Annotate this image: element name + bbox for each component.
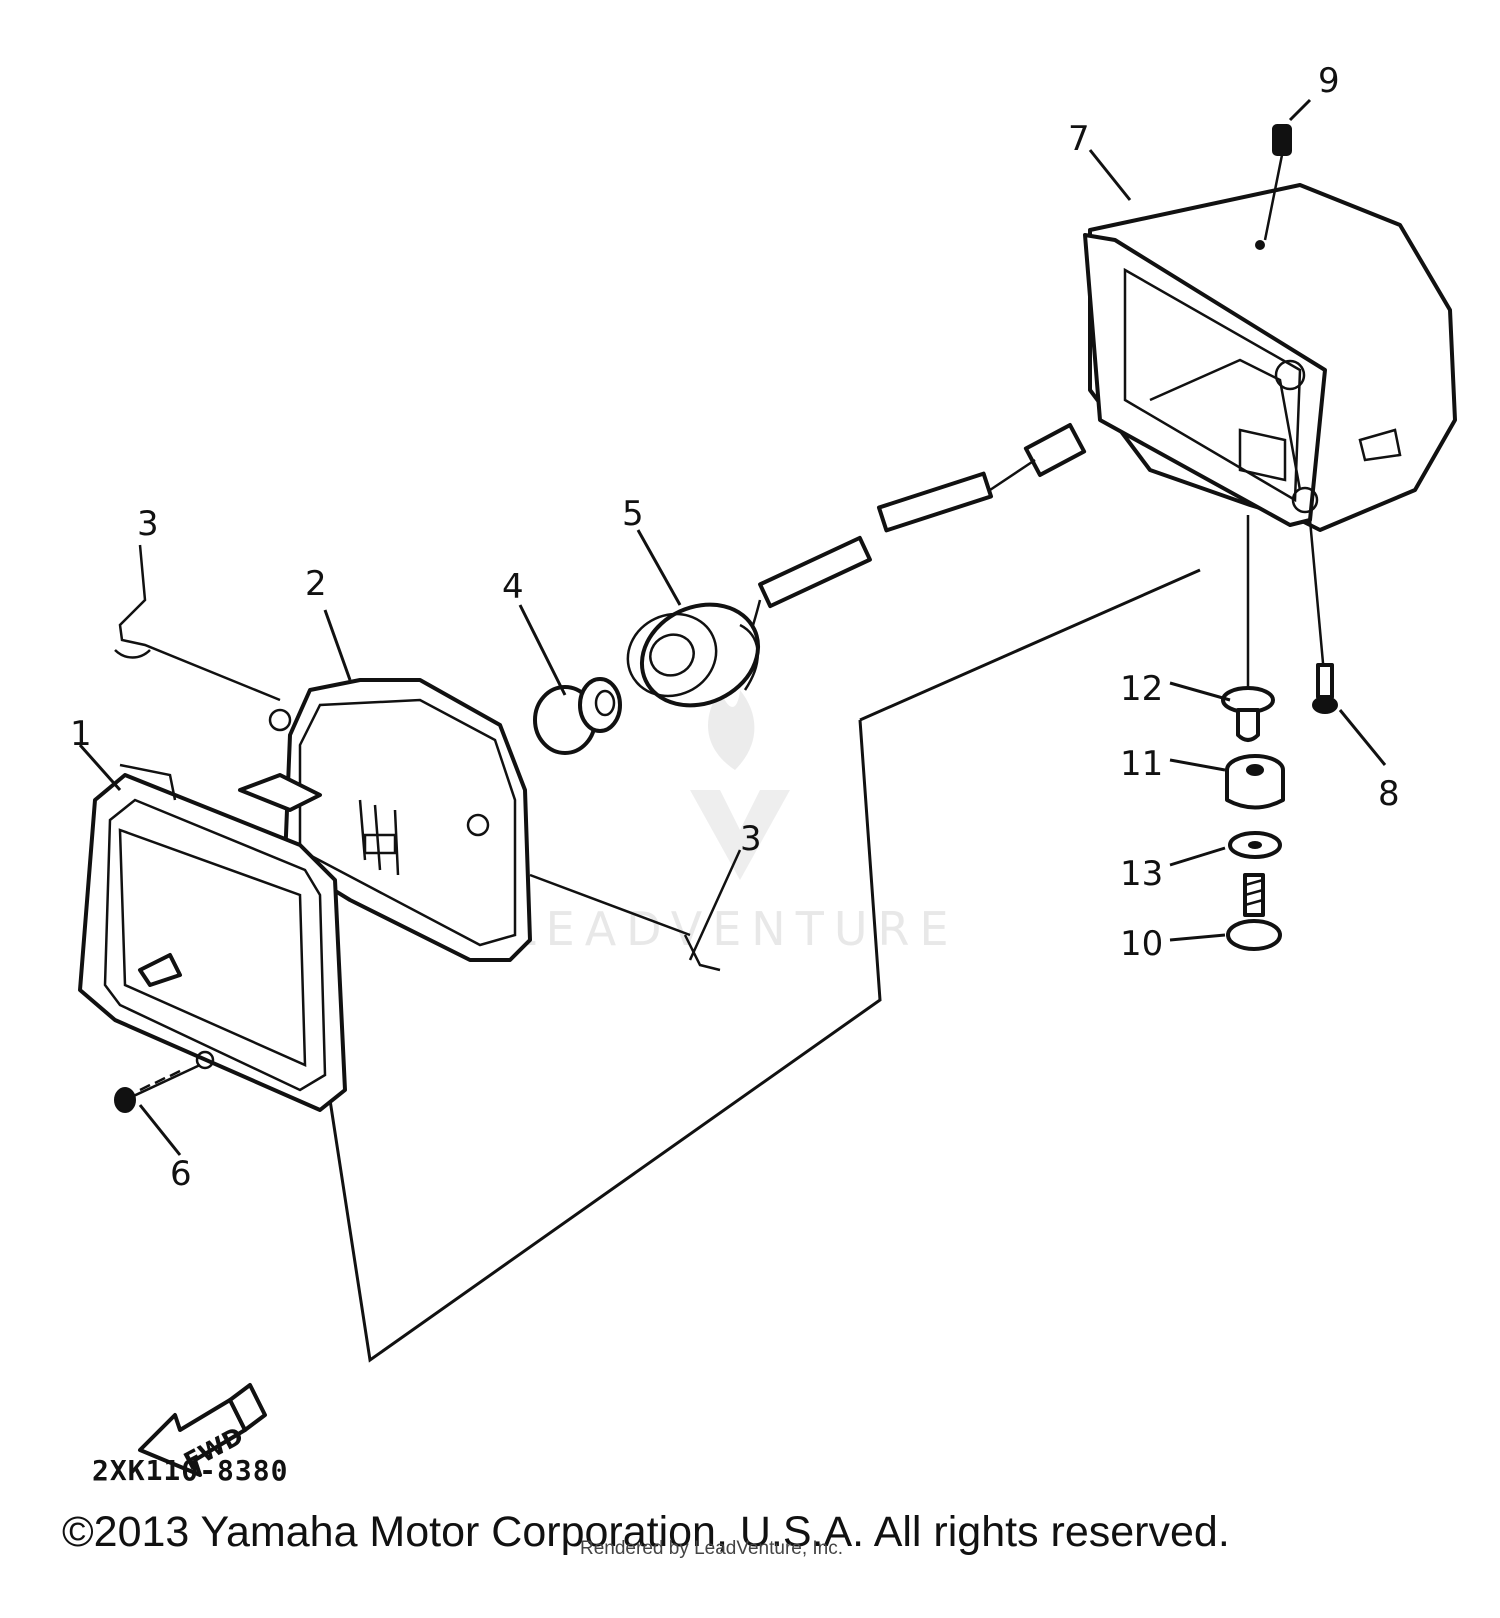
bulb-socket xyxy=(626,602,761,708)
copyright-notice: ©2013 Yamaha Motor Corporation, U.S.A. A… xyxy=(62,1508,1230,1556)
housing-screw xyxy=(1308,519,1338,714)
collar xyxy=(1221,515,1275,742)
part-label-2: 2 xyxy=(305,564,327,604)
part-label-1: 1 xyxy=(70,714,92,754)
watermark-text: LEADVENTURE xyxy=(510,902,959,956)
part-label-3-lower: 3 xyxy=(740,819,762,859)
part-label-10: 10 xyxy=(1120,924,1163,964)
part-label-7: 7 xyxy=(1068,119,1090,159)
sealed-beam-unit xyxy=(268,678,532,962)
rim-screw xyxy=(114,1050,215,1113)
mounting-spring-lower xyxy=(529,849,742,972)
part-label-12: 12 xyxy=(1120,669,1163,709)
part-label-4: 4 xyxy=(502,567,524,607)
drawing-code: 2XK110-8380 xyxy=(92,1454,289,1487)
part-label-13: 13 xyxy=(1120,854,1163,894)
bulb-wiring xyxy=(742,423,1087,666)
headlight-rim xyxy=(78,763,347,1112)
part-label-9: 9 xyxy=(1318,61,1340,101)
label-leader-lines xyxy=(78,98,1387,1156)
washer xyxy=(1228,831,1282,859)
part-label-3-upper: 3 xyxy=(137,504,159,544)
rendered-by-notice: Rendered by LeadVenture, Inc. xyxy=(580,1538,844,1559)
watermark-logo-icon xyxy=(690,790,790,880)
headlight-bulb xyxy=(533,677,622,755)
assembly-bracket-lines xyxy=(328,568,1201,1363)
headlight-housing xyxy=(1083,183,1457,532)
grommet xyxy=(1225,754,1285,810)
part-label-11: 11 xyxy=(1120,744,1163,784)
part-label-8: 8 xyxy=(1378,774,1400,814)
part-label-6: 6 xyxy=(170,1154,192,1194)
mounting-spring-upper xyxy=(114,544,281,702)
part-label-5: 5 xyxy=(622,494,644,534)
mounting-bolt xyxy=(1226,873,1282,951)
flame-icon xyxy=(708,690,755,770)
top-screw xyxy=(1263,124,1292,241)
